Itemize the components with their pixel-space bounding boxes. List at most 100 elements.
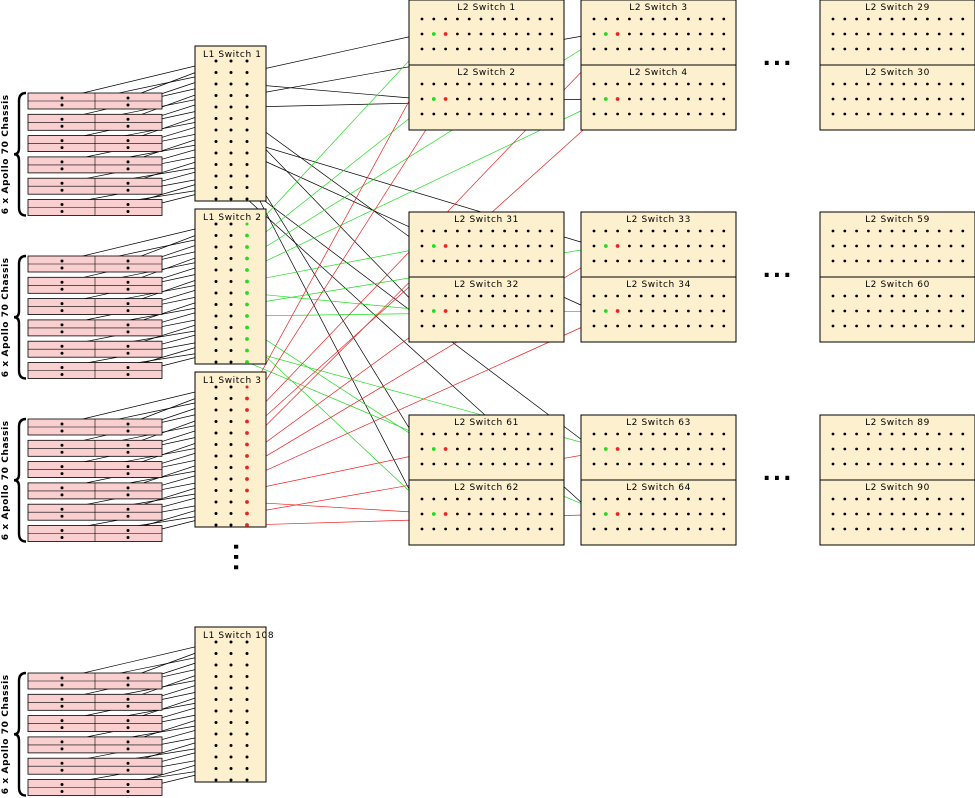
l2-port bbox=[651, 244, 655, 248]
l2-port bbox=[855, 229, 858, 233]
l1-port bbox=[214, 222, 218, 226]
l2-port bbox=[616, 497, 619, 501]
l2-port bbox=[675, 512, 678, 516]
chassis-port bbox=[126, 514, 130, 518]
l1-port bbox=[214, 675, 218, 678]
l2-port bbox=[467, 324, 471, 328]
chassis-port bbox=[60, 167, 64, 171]
l2-port bbox=[651, 229, 655, 233]
l2-port bbox=[710, 447, 714, 451]
l2-port bbox=[651, 17, 655, 21]
l2-port bbox=[914, 112, 917, 116]
l2-port bbox=[687, 309, 690, 313]
l2-port bbox=[855, 324, 858, 328]
chassis-port bbox=[60, 704, 64, 708]
brace bbox=[13, 417, 27, 543]
chassis-port bbox=[60, 747, 64, 751]
l2-port bbox=[937, 432, 941, 436]
l2-port bbox=[914, 82, 917, 86]
l2-port bbox=[456, 447, 459, 451]
l1-port bbox=[214, 385, 218, 389]
l2-port bbox=[639, 324, 643, 328]
l2-port bbox=[902, 97, 906, 101]
l2-port bbox=[456, 47, 459, 51]
chassis-port bbox=[126, 146, 130, 150]
l2-port bbox=[961, 47, 965, 51]
l2-port bbox=[902, 47, 906, 51]
l2-port bbox=[949, 259, 953, 263]
l2-port bbox=[914, 259, 917, 263]
l2-port bbox=[616, 259, 619, 263]
l1-port bbox=[214, 663, 218, 667]
l2-port bbox=[467, 244, 471, 248]
l2-port bbox=[467, 432, 471, 436]
l2-port bbox=[926, 244, 929, 248]
l1-port bbox=[229, 326, 233, 329]
chassis-port bbox=[60, 486, 64, 490]
l2-port bbox=[961, 32, 965, 36]
l2-port bbox=[722, 32, 726, 36]
l1-port bbox=[229, 245, 233, 249]
l1-port bbox=[229, 174, 233, 178]
l2-port bbox=[675, 324, 678, 328]
l1-port bbox=[214, 245, 218, 249]
uplink-port bbox=[431, 32, 436, 36]
l2-port bbox=[515, 244, 518, 248]
horizontal-ellipsis: ... bbox=[762, 461, 793, 486]
l2-switch-label: L2 Switch 4 bbox=[629, 68, 688, 78]
l2-port bbox=[538, 432, 542, 436]
l2-port bbox=[902, 82, 906, 86]
l2-port bbox=[687, 17, 690, 21]
l2-port bbox=[914, 512, 917, 516]
l2-port bbox=[616, 324, 619, 328]
l2-port bbox=[456, 294, 459, 298]
l2-port bbox=[526, 294, 530, 298]
l2-port bbox=[639, 447, 643, 451]
l2-port bbox=[515, 17, 518, 21]
l2-port bbox=[687, 324, 690, 328]
l2-port bbox=[710, 294, 714, 298]
chassis-port bbox=[126, 323, 130, 327]
l2-port bbox=[890, 527, 894, 531]
l1-port bbox=[229, 675, 233, 678]
l2-port bbox=[420, 512, 424, 516]
chassis-port bbox=[60, 768, 64, 772]
l2-switch-label: L2 Switch 60 bbox=[865, 280, 930, 290]
horizontal-ellipsis: ... bbox=[762, 258, 793, 283]
l2-port bbox=[479, 97, 483, 101]
l1-port bbox=[214, 326, 218, 329]
l1-port bbox=[245, 174, 249, 178]
l1-port bbox=[229, 257, 233, 260]
l2-port bbox=[526, 497, 530, 501]
chassis-port bbox=[126, 472, 130, 476]
l2-port bbox=[639, 497, 643, 501]
l2-port bbox=[604, 112, 608, 116]
l2-port bbox=[420, 309, 424, 313]
l2-port bbox=[639, 32, 643, 36]
l1-port bbox=[245, 778, 249, 782]
l2-port bbox=[961, 462, 965, 466]
l2-port bbox=[592, 229, 596, 233]
l2-port bbox=[961, 17, 965, 21]
l1-port bbox=[229, 337, 233, 341]
l2-port bbox=[878, 32, 882, 36]
chassis-port bbox=[126, 167, 130, 171]
l2-port bbox=[878, 112, 882, 116]
l2-port bbox=[628, 17, 631, 21]
l1-port bbox=[214, 454, 218, 458]
l2-port bbox=[515, 324, 518, 328]
l1-switch-box bbox=[194, 371, 267, 528]
l1-port bbox=[214, 59, 218, 63]
l2-port bbox=[503, 527, 506, 531]
l2-port bbox=[628, 294, 631, 298]
l2-port bbox=[456, 324, 459, 328]
l2-port bbox=[550, 47, 554, 51]
l2-port bbox=[831, 112, 835, 116]
chassis-port bbox=[126, 344, 130, 348]
l1-port bbox=[245, 94, 249, 97]
l2-port bbox=[722, 259, 726, 263]
l1-port bbox=[245, 767, 249, 770]
l2-port bbox=[592, 47, 596, 51]
l2-port bbox=[855, 447, 858, 451]
l2-switch-label: L2 Switch 33 bbox=[626, 215, 691, 225]
